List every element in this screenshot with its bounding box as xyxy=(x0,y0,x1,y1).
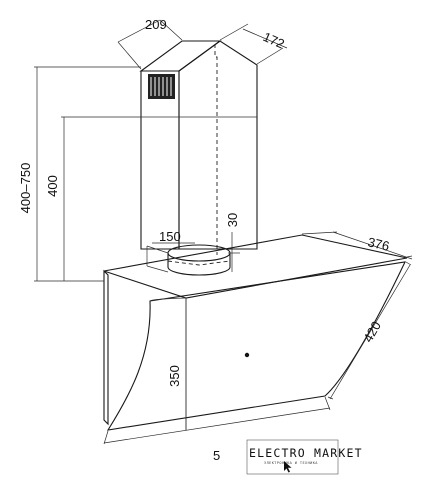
control-button-icon xyxy=(244,352,250,358)
dim-label-376: 376 xyxy=(366,234,391,253)
hood-top-surface xyxy=(103,234,408,299)
hidden-duct-line xyxy=(214,44,218,255)
dim-label-400-750: 400–750 xyxy=(18,163,33,214)
dim-label-400: 400 xyxy=(45,175,60,197)
cursor-arrow-icon xyxy=(284,461,292,473)
chimney-top xyxy=(139,40,222,72)
dim-body-height: 350 xyxy=(167,298,187,430)
dim-label-150: 150 xyxy=(159,229,181,244)
watermark-brand: ELECTRO MARKET xyxy=(249,446,363,460)
electro-market-watermark: ELECTRO MARKET ЭЛЕКТРОНИКА И ТЕХНИКА xyxy=(246,439,363,475)
dim-height-range: 400–750 xyxy=(18,66,141,282)
dim-label-209: 209 xyxy=(145,17,167,32)
dim-body-depth: 376 xyxy=(301,231,413,260)
dim-label-5: 5 xyxy=(213,448,220,463)
dim-outlet-height: 30 xyxy=(225,213,240,272)
hood-body xyxy=(103,234,408,431)
dim-outlet-diameter: 150 xyxy=(152,229,195,244)
vent-grille xyxy=(148,74,175,99)
glass-front xyxy=(106,261,406,431)
dim-chimney-depth: 172 xyxy=(219,23,288,65)
outlet-hidden-line xyxy=(167,260,231,266)
dim-height-min: 400 xyxy=(45,116,141,281)
watermark-tagline: ЭЛЕКТРОНИКА И ТЕХНИКА xyxy=(264,461,318,465)
outlet-body xyxy=(167,253,231,276)
chimney xyxy=(139,40,258,255)
dim-label-30: 30 xyxy=(225,213,240,227)
outlet-collar xyxy=(146,244,231,276)
chimney-side xyxy=(178,40,258,250)
hood-left-panel xyxy=(103,269,109,426)
dim-chimney-width: 209 xyxy=(117,17,183,70)
dim-glass-thickness: 5 xyxy=(103,396,331,463)
dim-label-350: 350 xyxy=(167,365,182,387)
outlet-top-ellipse xyxy=(167,244,231,262)
